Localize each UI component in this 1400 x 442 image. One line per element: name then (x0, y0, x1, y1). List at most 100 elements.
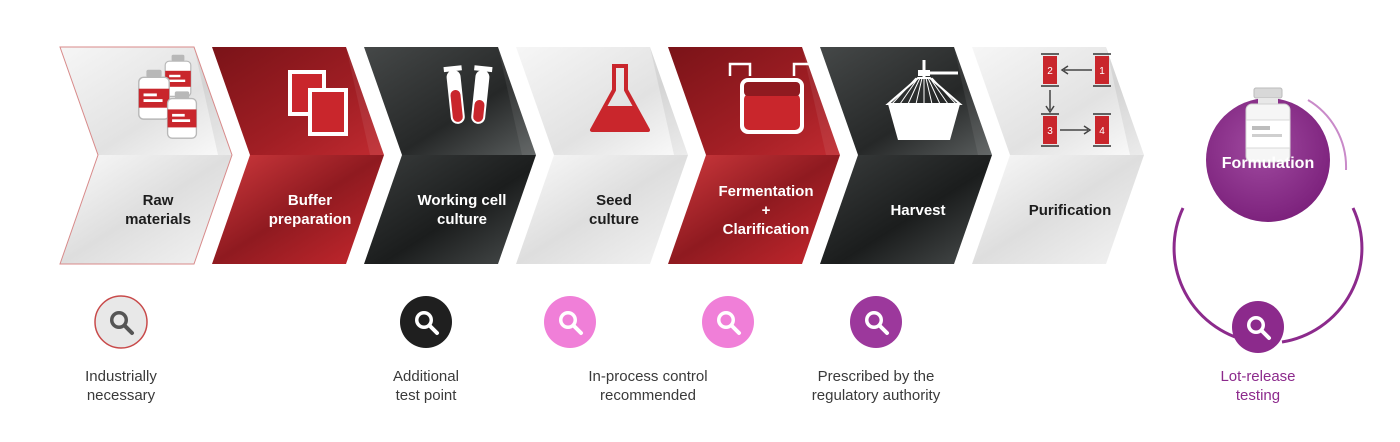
step-label-5: Fermentation+Clarification (702, 182, 830, 239)
label-line (169, 79, 186, 82)
magnifier-handle (878, 324, 889, 335)
process-chevrons (59, 46, 1144, 265)
legend-label-line: In-process control (588, 368, 708, 385)
magnifier-lens-inner (720, 314, 732, 326)
magnifier-handle (572, 324, 583, 335)
label-line (169, 74, 181, 78)
centrifuge-blade (927, 77, 941, 105)
step-label-line: Seed (596, 192, 632, 209)
arrow-right-icon (1060, 125, 1092, 135)
step-label-line: culture (588, 211, 639, 228)
magnifier-handle (1260, 329, 1271, 340)
step-label-line: + (761, 201, 771, 219)
chevron-bottom-face (668, 155, 840, 264)
chevron-bottom-face (60, 155, 232, 264)
arrow-down-icon (1045, 90, 1055, 114)
column-number: 3 (1047, 126, 1053, 137)
chevron-fold-shade (1106, 47, 1144, 155)
centrifuge-hub (918, 70, 930, 76)
bag-liquid (744, 94, 800, 130)
centrifuge-blade (925, 77, 933, 105)
cycle-arc-right (1281, 207, 1364, 344)
column-icon: 2 (1041, 53, 1059, 87)
bag-tubes (728, 62, 816, 76)
tube-rim (443, 65, 462, 73)
magnifier-icon (717, 311, 741, 335)
magnifier-handle (730, 324, 741, 335)
column-sequence-icon: 2 1 3 4 (1041, 53, 1111, 147)
bag-headspace (744, 82, 800, 96)
tube-rim (474, 65, 493, 73)
magnifier-icon (110, 311, 134, 335)
bottle-cap (146, 69, 162, 78)
step-label-line: Working cell (417, 192, 507, 209)
bottle-label (167, 109, 197, 128)
cycle-arc-left (1172, 207, 1255, 344)
tube-liquid (450, 90, 463, 122)
chevron-step-7 (972, 47, 1144, 264)
legend-label-line: testing (1235, 387, 1281, 404)
magnifier-handle (123, 324, 134, 335)
buffer-containers-icon (288, 70, 348, 136)
vial-label-line (1252, 126, 1270, 130)
step-label-line: Fermentation (718, 182, 814, 200)
label-line (172, 119, 191, 122)
legend-marker-2 (400, 296, 452, 348)
magnifier-lens-inner (113, 314, 125, 326)
column-icon: 4 (1093, 113, 1111, 147)
step-label-line: Clarification (722, 220, 810, 238)
column-icon: 1 (1093, 53, 1111, 87)
chevron-bottom-face (516, 155, 688, 264)
flask-icon (590, 64, 650, 132)
magnifier-icon (865, 311, 889, 335)
centrifuge-blade (931, 77, 957, 105)
legend-markers (94, 295, 1284, 353)
step-label-6: Harvest (854, 201, 982, 220)
test-tube (471, 65, 493, 124)
centrifuge-blade (915, 77, 923, 105)
chevron-fold-shade (498, 47, 536, 155)
vial-label-line (1252, 134, 1282, 137)
chevron-fold-shade (954, 47, 992, 155)
magnifier-icon (559, 311, 583, 335)
chevron-fold-shade (802, 47, 840, 155)
column-number: 2 (1047, 66, 1053, 77)
chevron-fold-shade (346, 47, 384, 155)
vial-neck (1258, 98, 1278, 104)
step-label-line: Purification (1028, 201, 1112, 219)
step-label-line: Harvest (890, 201, 946, 219)
column-body (1043, 56, 1057, 84)
bottles-icon (138, 54, 198, 139)
centrifuge-icon (885, 60, 963, 140)
magnifier-lens-inner (868, 314, 880, 326)
chevron-bottom-face (972, 155, 1144, 264)
magnifier-lens-inner (1250, 319, 1262, 331)
test-tubes-icon (443, 65, 493, 124)
cycle-arc-outer (1307, 99, 1348, 171)
bottle-shape (166, 91, 198, 139)
bottle-shape (138, 69, 170, 120)
legend-marker-5 (1232, 301, 1284, 353)
column-number: 4 (1099, 126, 1105, 137)
step-label-line: Buffer (287, 192, 333, 209)
legend-label-line: recommended (600, 387, 696, 404)
centrifuge-base (888, 104, 960, 140)
flask-outline (590, 64, 650, 132)
legend-marker-3b (702, 296, 754, 348)
chevron-bottom-face (820, 155, 992, 264)
column-number: 1 (1099, 66, 1105, 77)
label-line (172, 113, 185, 117)
centrifuge-blade (907, 77, 921, 105)
legend-marker-3 (544, 296, 596, 348)
tube-liquid (473, 99, 485, 122)
chevron-bottom-face (212, 155, 384, 264)
magnifier-icon (415, 311, 439, 335)
